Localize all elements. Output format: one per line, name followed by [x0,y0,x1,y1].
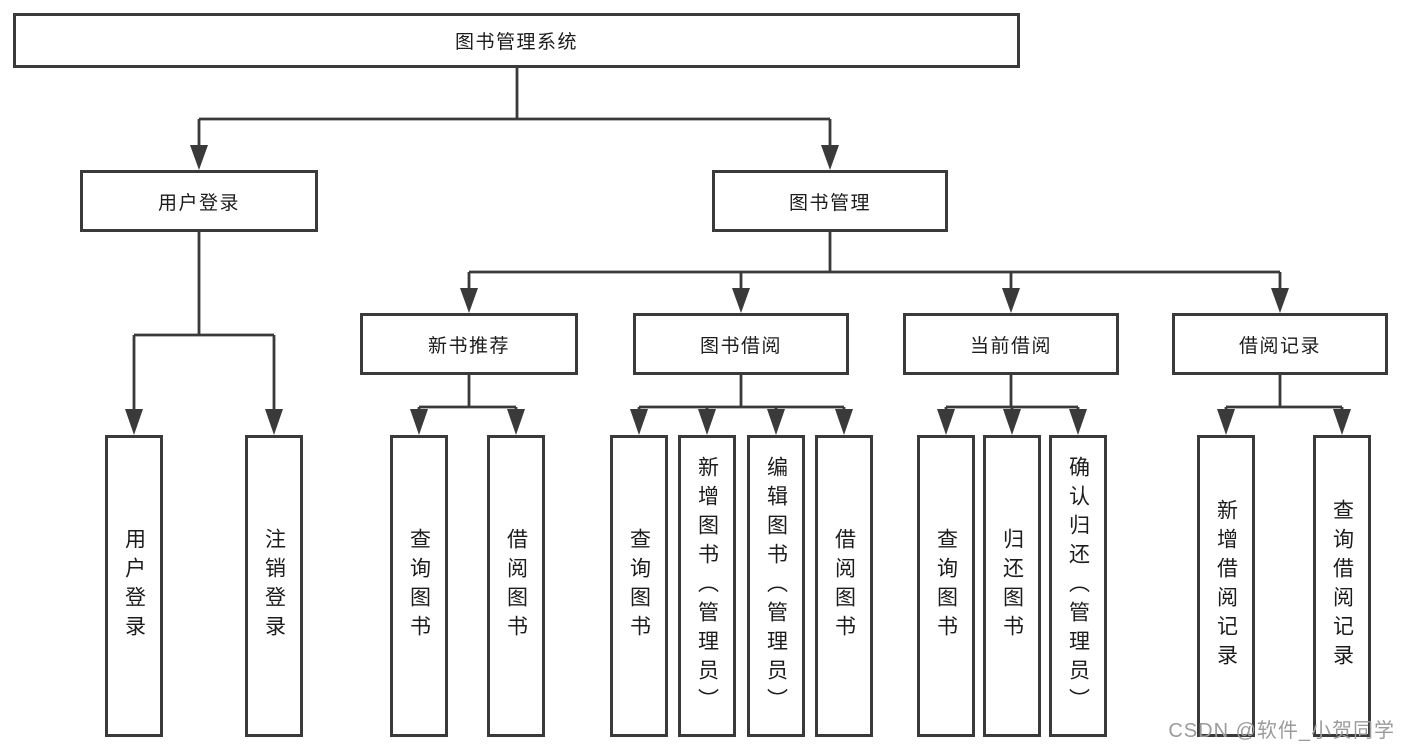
node-label: 归还图书 [1000,528,1024,644]
leaf-br-add-record: 新增借阅记录 [1197,435,1255,737]
leaf-br-query-record: 查询借阅记录 [1313,435,1371,737]
node-label: 图书借阅 [699,335,782,357]
leaf-cb-query-books: 查询图书 [917,435,975,737]
node-book-borrow: 图书借阅 [633,313,849,375]
arrowheads [125,145,1351,435]
node-label: 新增借阅记录 [1214,499,1238,673]
leaf-cb-return-books: 归还图书 [983,435,1041,737]
node-label: 借阅图书 [832,528,856,644]
leaf-bb-edit-books-admin: 编辑图书（管理员） [747,435,805,737]
node-label: 用户登录 [122,528,146,644]
node-label: 用户登录 [157,192,240,214]
leaf-nbr-query-books: 查询图书 [390,435,448,737]
node-book-management: 图书管理 [712,170,948,232]
leaf-bb-add-books-admin: 新增图书（管理员） [678,435,736,737]
leaf-cb-confirm-return-admin: 确认归还（管理员） [1049,435,1107,737]
leaf-bb-query-books: 查询图书 [610,435,668,737]
leaf-nbr-borrow-books: 借阅图书 [487,435,545,737]
node-label: 编辑图书（管理员） [764,455,788,717]
node-label: 图书管理系统 [454,32,578,53]
node-label: 新增图书（管理员） [695,455,719,717]
leaf-logout-login: 注销登录 [245,435,303,737]
node-new-book-recommend: 新书推荐 [360,313,578,375]
node-label: 查询图书 [407,528,431,644]
leaf-user-login: 用户登录 [105,435,163,737]
node-label: 借阅图书 [504,528,528,644]
node-label: 确认归还（管理员） [1066,455,1090,717]
node-user-login: 用户登录 [80,170,318,232]
node-label: 查询借阅记录 [1330,499,1354,673]
node-current-borrow: 当前借阅 [903,313,1119,375]
node-label: 新书推荐 [427,335,510,357]
node-library-management-system: 图书管理系统 [13,13,1020,68]
node-borrow-records: 借阅记录 [1172,313,1388,375]
node-label: 注销登录 [262,528,286,644]
node-label: 图书管理 [788,192,871,214]
node-label: 借阅记录 [1238,335,1321,357]
node-label: 查询图书 [627,528,651,644]
node-label: 当前借阅 [969,335,1052,357]
node-label: 查询图书 [934,528,958,644]
csdn-watermark: CSDN @软件_小贺同学 [1168,720,1395,742]
leaf-bb-borrow-books: 借阅图书 [815,435,873,737]
